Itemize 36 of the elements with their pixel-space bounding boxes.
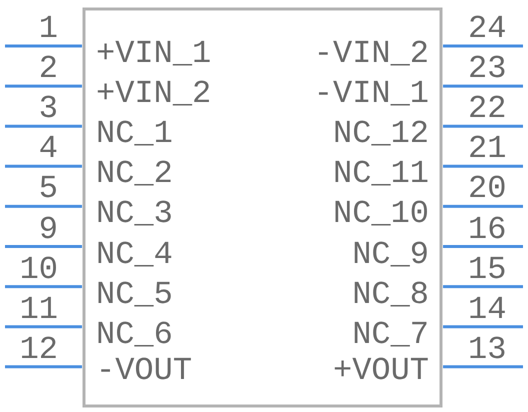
pin-number: 10	[20, 252, 58, 287]
pin-name: -VIN_1	[314, 77, 429, 112]
pin-name: +VOUT	[332, 354, 429, 388]
pin-name: NC_9	[352, 238, 429, 272]
pin-name: NC_8	[352, 278, 429, 312]
pin-number: 4	[38, 132, 58, 166]
pin-number: 15	[468, 252, 506, 287]
pin-name: NC_1	[96, 117, 173, 152]
pin-number: 14	[468, 292, 506, 327]
pin-name: NC_12	[332, 117, 429, 152]
pin-name: NC_6	[96, 318, 173, 352]
pin-number: 16	[468, 212, 506, 246]
pin-number: 21	[468, 132, 506, 166]
pin-name: -VIN_2	[314, 37, 429, 71]
pin-name: NC_3	[96, 197, 173, 232]
pin-number: 12	[20, 332, 58, 367]
pin-name: NC_5	[96, 278, 173, 312]
pin-number: 20	[468, 172, 506, 206]
pin-name: NC_11	[332, 157, 429, 192]
pin-number: 22	[468, 92, 506, 126]
pin-name: NC_2	[96, 157, 173, 192]
pin-name: +VIN_1	[96, 37, 212, 71]
pin-number: 23	[468, 52, 506, 86]
pin-name: NC_10	[332, 197, 429, 232]
pin-number: 24	[468, 12, 506, 46]
pin-name: NC_7	[352, 318, 429, 352]
pin-number: 13	[468, 332, 506, 367]
pin-name: NC_4	[96, 238, 173, 272]
pin-number: 11	[20, 292, 58, 327]
pin-number: 5	[38, 172, 58, 206]
pin-number: 2	[38, 52, 58, 86]
pin-number: 3	[38, 92, 58, 126]
pin-number: 1	[38, 12, 58, 46]
pin-number: 9	[38, 212, 58, 246]
pin-name: +VIN_2	[96, 77, 212, 112]
pin-name: -VOUT	[96, 354, 192, 388]
